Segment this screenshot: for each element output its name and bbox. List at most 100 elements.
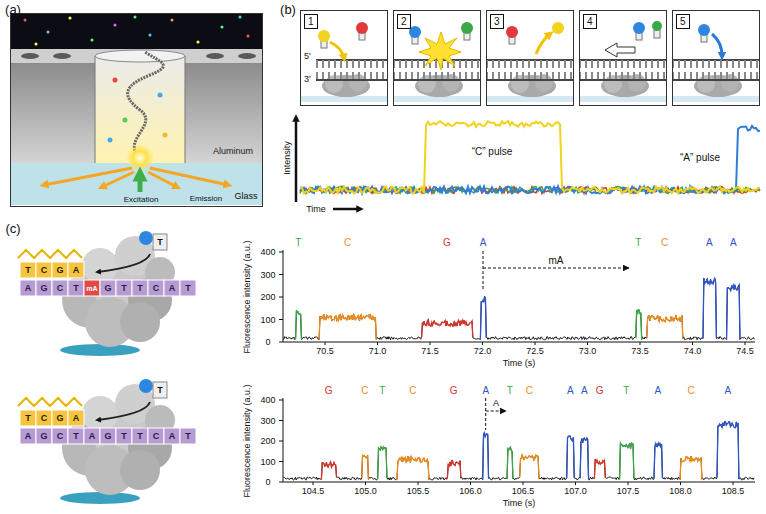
zmw-illustration bbox=[10, 13, 263, 49]
zmw-illustration bbox=[149, 34, 152, 37]
pulse-label: “A” pulse bbox=[680, 153, 720, 163]
zmw-illustration bbox=[10, 49, 263, 63]
trace-axes bbox=[295, 118, 298, 202]
panel-letter: (b) bbox=[280, 3, 296, 16]
base-call: T bbox=[507, 386, 513, 396]
zmw-illustration bbox=[247, 35, 250, 38]
base-letter: T bbox=[73, 432, 79, 441]
tick-label: 106.0 bbox=[459, 487, 482, 496]
base-letter: C bbox=[57, 284, 64, 293]
polymerase-illustration bbox=[60, 344, 140, 356]
tick-label: 74.0 bbox=[684, 347, 702, 356]
step-cartoon bbox=[508, 75, 556, 97]
zmw-illustration bbox=[239, 16, 242, 19]
zmw-illustration bbox=[206, 53, 224, 59]
tick-label: 73.0 bbox=[579, 347, 597, 356]
step-cartoon bbox=[694, 75, 742, 97]
zmw-illustration bbox=[10, 13, 263, 205]
plot-axes bbox=[279, 252, 283, 253]
base-call: A bbox=[581, 386, 588, 396]
plot-axes bbox=[279, 482, 283, 483]
base-call: A bbox=[724, 386, 731, 396]
base-letter: T bbox=[185, 284, 191, 293]
pulse-trace bbox=[619, 443, 634, 479]
tick-label: 0 bbox=[265, 478, 270, 487]
polymerase-illustration bbox=[98, 254, 150, 272]
step-cartoon bbox=[511, 75, 529, 93]
base-call: T bbox=[623, 386, 629, 396]
base-call: G bbox=[443, 238, 451, 248]
pulse-trace bbox=[727, 285, 740, 340]
plot-axes bbox=[279, 342, 283, 343]
pulse-trace bbox=[421, 320, 473, 340]
region-label: Emission bbox=[190, 195, 222, 203]
plot-axes bbox=[279, 461, 283, 462]
step-cartoon bbox=[721, 74, 739, 92]
polymerase-illustration bbox=[120, 450, 160, 490]
polymerase-illustration bbox=[36, 280, 52, 296]
polymerase-illustration bbox=[180, 280, 196, 296]
base-call: T bbox=[635, 238, 641, 248]
zmw-illustration bbox=[158, 93, 163, 98]
base-letter: A bbox=[73, 266, 80, 275]
step-cartoon bbox=[579, 60, 667, 68]
axis-label: Fluorescence intensity (a.u.) bbox=[243, 384, 252, 497]
step-cartoon bbox=[409, 26, 421, 38]
zmw-illustration bbox=[123, 118, 128, 123]
zmw-illustration bbox=[24, 19, 27, 22]
step-cartoon bbox=[506, 26, 518, 38]
polymerase-illustration bbox=[52, 428, 68, 444]
plot-axes bbox=[587, 342, 588, 345]
zmw-illustration bbox=[95, 56, 96, 163]
pulse-trace bbox=[594, 459, 606, 478]
tick-label: 107.5 bbox=[617, 487, 640, 496]
polymerase-illustration bbox=[18, 231, 196, 356]
polymerase-illustration bbox=[36, 262, 52, 278]
step-cartoon bbox=[418, 75, 436, 93]
polymerase-illustration bbox=[139, 379, 153, 393]
plot-axes bbox=[279, 441, 283, 442]
trace-axes bbox=[333, 208, 360, 211]
step-cartoon bbox=[316, 79, 388, 81]
base-letter: A bbox=[169, 432, 176, 441]
polymerase-illustration bbox=[148, 280, 164, 296]
nucleotide-letter: T bbox=[157, 238, 163, 247]
intensity-trace bbox=[300, 126, 760, 194]
axis-label: Fluorescence intensity (a.u.) bbox=[243, 240, 252, 353]
pulse-trace bbox=[647, 315, 683, 338]
polymerase-illustration bbox=[82, 396, 118, 432]
tick-label: 0 bbox=[265, 338, 270, 347]
tick-label: 108.5 bbox=[722, 487, 745, 496]
trace-axes bbox=[296, 118, 360, 209]
axis-label: Time (s) bbox=[503, 499, 536, 508]
base-call: A bbox=[567, 386, 574, 396]
pulse-trace bbox=[295, 310, 302, 339]
polymerase-illustration bbox=[68, 410, 84, 426]
step-cartoon bbox=[486, 22, 574, 102]
step-cartoon bbox=[330, 42, 344, 58]
pulse-trace bbox=[507, 447, 513, 479]
polymerase-illustration bbox=[120, 302, 160, 342]
step-number: 2 bbox=[397, 14, 411, 29]
base-letter: T bbox=[73, 284, 79, 293]
base-call: C bbox=[344, 238, 351, 248]
step-cartoon bbox=[579, 72, 667, 80]
base-letter: A bbox=[89, 432, 96, 441]
step-cartoon bbox=[393, 22, 481, 102]
step-cartoon bbox=[486, 60, 574, 68]
pulse-trace bbox=[319, 314, 376, 340]
plot-axes bbox=[430, 342, 431, 345]
polymerase-illustration bbox=[18, 398, 82, 406]
pulse-trace bbox=[480, 296, 487, 339]
strand-end-label: 3' bbox=[304, 75, 311, 84]
pulse-trace bbox=[717, 422, 739, 479]
base-letter: A bbox=[73, 414, 80, 423]
fluorescence-trace bbox=[283, 278, 754, 339]
step-cartoon bbox=[419, 32, 461, 70]
base-call: C bbox=[526, 386, 533, 396]
plot-axes bbox=[418, 482, 419, 485]
plot-axes bbox=[279, 297, 283, 298]
polymerase-illustration bbox=[153, 234, 167, 250]
step-cartoon bbox=[393, 79, 481, 81]
strand-end-label: 5' bbox=[304, 52, 311, 61]
